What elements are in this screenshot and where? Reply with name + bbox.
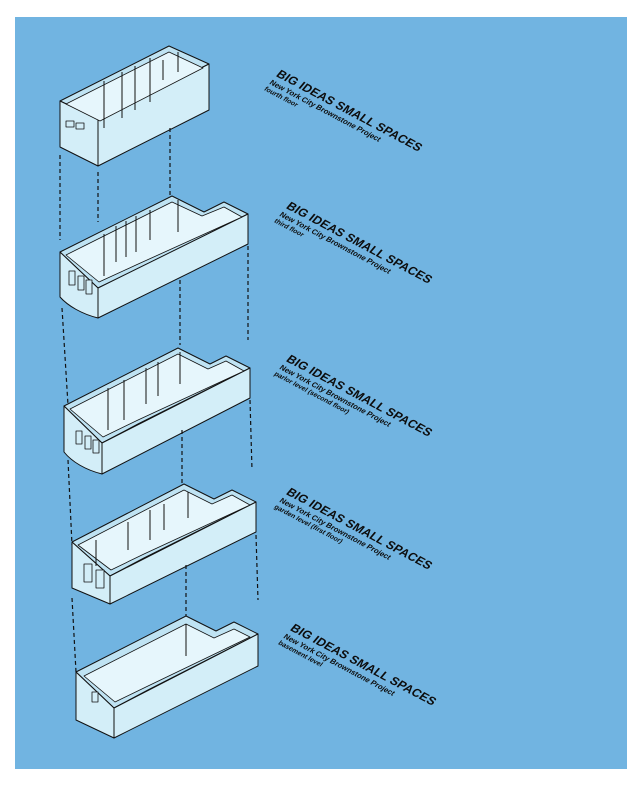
floor-model-third-floor xyxy=(59,195,249,319)
connector-lines-garden-to-basement xyxy=(71,534,259,673)
floor-model-basement-level xyxy=(75,615,259,739)
connector-lines-fourth-to-third xyxy=(59,128,171,240)
floor-model-garden-level xyxy=(71,483,257,605)
floor-model-fourth-floor xyxy=(59,45,210,167)
floor-model-parlor-level xyxy=(63,347,251,475)
connector-lines-third-to-parlor xyxy=(61,246,249,406)
